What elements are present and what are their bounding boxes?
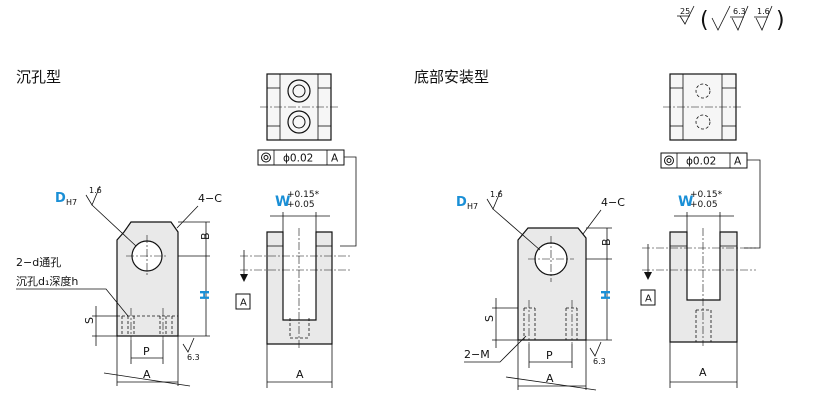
right-dim-b: B bbox=[600, 238, 613, 246]
right-top-view bbox=[663, 73, 743, 141]
right-dim-a2: A bbox=[699, 366, 707, 379]
right-dim-p: P bbox=[546, 349, 553, 362]
left-dim-s: S bbox=[83, 317, 96, 324]
roughness-symbol-a bbox=[731, 5, 749, 31]
right-bottom-roughness-value: 6.3 bbox=[593, 357, 606, 366]
left-callout-line2: 沉孔d₁深度h bbox=[16, 274, 78, 288]
left-datum-box-label: A bbox=[240, 298, 247, 309]
left-tolerance-datum: A bbox=[331, 153, 339, 165]
right-title: 底部安装型 bbox=[414, 68, 489, 86]
roughness-paren-open: ( bbox=[700, 8, 709, 33]
right-chamfer-label: 4−C bbox=[601, 196, 625, 209]
left-bottom-roughness-value: 6.3 bbox=[187, 353, 200, 362]
left-w-tol-upper: +0.15* bbox=[287, 190, 320, 200]
left-callout-line1: 2−d通孔 bbox=[16, 256, 61, 269]
left-bore-roughness-value: 1.6 bbox=[89, 186, 102, 195]
right-front-view bbox=[517, 227, 587, 344]
roughness-main-value: 25 bbox=[680, 7, 690, 16]
right-tolerance-frame: ϕ0.02 A bbox=[660, 152, 761, 249]
left-bottom-roughness bbox=[182, 337, 195, 353]
left-d-label: D bbox=[55, 191, 66, 206]
right-dim-a: A bbox=[546, 372, 554, 385]
right-d-label: D bbox=[456, 195, 467, 210]
right-tolerance-value: ϕ0.02 bbox=[686, 156, 716, 168]
right-bottom-roughness bbox=[589, 341, 602, 357]
right-dim-s: S bbox=[483, 315, 496, 322]
left-tolerance-value: ϕ0.02 bbox=[283, 153, 313, 165]
roughness-value-a: 6.3 bbox=[733, 7, 746, 16]
left-side-view bbox=[240, 228, 350, 348]
left-dim-h: H bbox=[198, 290, 212, 300]
left-title: 沉孔型 bbox=[16, 68, 61, 86]
right-callout: 2−M bbox=[464, 348, 490, 361]
left-dim-b: B bbox=[199, 232, 212, 240]
right-variant: 底部安装型 ϕ0.02 A bbox=[414, 68, 761, 391]
left-chamfer-label: 4−C bbox=[198, 192, 222, 205]
roughness-symbol-b bbox=[755, 5, 773, 31]
right-w-label: W bbox=[678, 194, 693, 210]
left-dim-a2: A bbox=[296, 368, 304, 381]
left-dim-p: P bbox=[143, 345, 150, 358]
right-w-tol-upper: +0.15* bbox=[690, 190, 723, 200]
left-tolerance-frame: ϕ0.02 A bbox=[257, 149, 357, 247]
left-front-view bbox=[116, 221, 179, 340]
left-dim-a: A bbox=[143, 368, 151, 381]
right-datum-box-label: A bbox=[645, 294, 652, 305]
concentricity-icon bbox=[261, 152, 271, 163]
left-top-view bbox=[260, 73, 338, 141]
right-dim-h: H bbox=[599, 290, 613, 300]
left-w-tol-lower: +0.05 bbox=[287, 200, 315, 210]
left-w-label: W bbox=[275, 194, 290, 210]
right-side-view bbox=[642, 228, 756, 346]
right-tolerance-datum: A bbox=[734, 156, 742, 168]
roughness-main-symbol bbox=[679, 5, 695, 25]
roughness-paren-close: ) bbox=[776, 8, 785, 33]
right-bore-roughness-value: 1.6 bbox=[490, 190, 503, 199]
left-datum-box bbox=[235, 293, 251, 310]
left-d-sub: H7 bbox=[66, 198, 77, 207]
roughness-check-symbol bbox=[711, 5, 731, 31]
right-concentricity-icon bbox=[664, 155, 674, 166]
right-d-sub: H7 bbox=[467, 202, 478, 211]
left-variant: 沉孔型 ϕ0.02 A bbox=[16, 68, 357, 388]
roughness-value-b: 1.6 bbox=[757, 7, 770, 16]
roughness-header: 25 ( 6.3 1.6 ) bbox=[677, 5, 785, 33]
right-w-tol-lower: +0.05 bbox=[690, 200, 718, 210]
right-datum-box bbox=[640, 289, 656, 306]
